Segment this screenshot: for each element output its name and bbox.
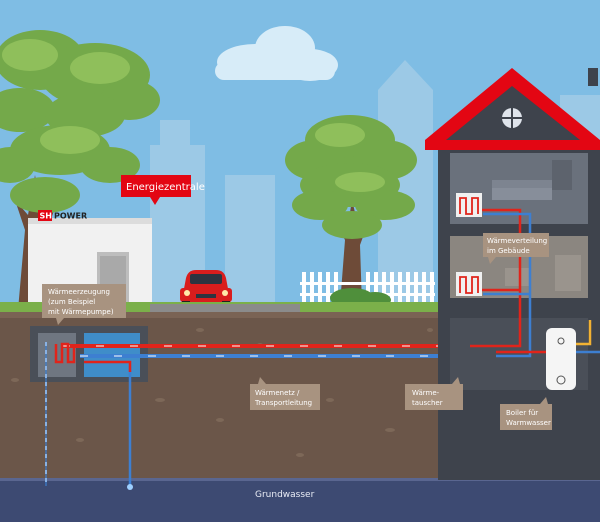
cloud xyxy=(215,26,338,81)
groundwater xyxy=(0,480,600,522)
sh-power-logo: SH POWER xyxy=(38,210,87,221)
boiler-line-2: Warmwasser xyxy=(506,419,551,427)
boiler-line-1: Boiler für xyxy=(506,409,538,417)
groundwater-edge xyxy=(0,478,600,481)
red-car xyxy=(180,270,232,308)
energiezentrale-label: Energiezentrale xyxy=(126,182,205,193)
label-verteilung: Wärmeverteilung im Gebäude xyxy=(483,233,549,264)
tree-left xyxy=(0,30,160,310)
well-pipes xyxy=(45,342,133,490)
erzeugung-line-1: Wärmeerzeugung xyxy=(48,288,110,296)
tauscher-line-1: Wärme- xyxy=(412,389,440,397)
tree-middle xyxy=(285,115,417,305)
label-netz: Wärmenetz / Transportleitung xyxy=(250,377,320,410)
radiator-middle xyxy=(456,272,482,296)
logo-suffix: POWER xyxy=(54,212,87,221)
grundwasser-label: Grundwasser xyxy=(255,490,315,500)
water-boiler xyxy=(546,328,576,390)
verteilung-line-2: im Gebäude xyxy=(487,247,530,255)
tauscher-line-2: tauscher xyxy=(412,399,443,407)
label-tauscher: Wärme- tauscher xyxy=(405,377,463,410)
erzeugung-line-2: (zum Beispiel xyxy=(48,298,95,306)
verteilung-line-1: Wärmeverteilung xyxy=(487,237,547,245)
street xyxy=(150,304,300,312)
label-erzeugung: Wärmeerzeugung (zum Beispiel mit Wärmepu… xyxy=(42,284,126,325)
erzeugung-line-3: mit Wärmepumpe) xyxy=(48,308,114,316)
label-boiler: Boiler für Warmwasser xyxy=(500,397,552,430)
logo-prefix: SH xyxy=(40,212,52,221)
chimney xyxy=(588,68,598,86)
netz-line-1: Wärmenetz / xyxy=(255,389,300,397)
house-pipes xyxy=(470,208,600,358)
transport-pipes xyxy=(54,342,478,372)
radiator-upper xyxy=(456,193,482,217)
netz-line-2: Transportleitung xyxy=(254,399,312,407)
energiezentrale-callout: Energiezentrale xyxy=(121,175,205,205)
topsoil xyxy=(0,312,600,318)
